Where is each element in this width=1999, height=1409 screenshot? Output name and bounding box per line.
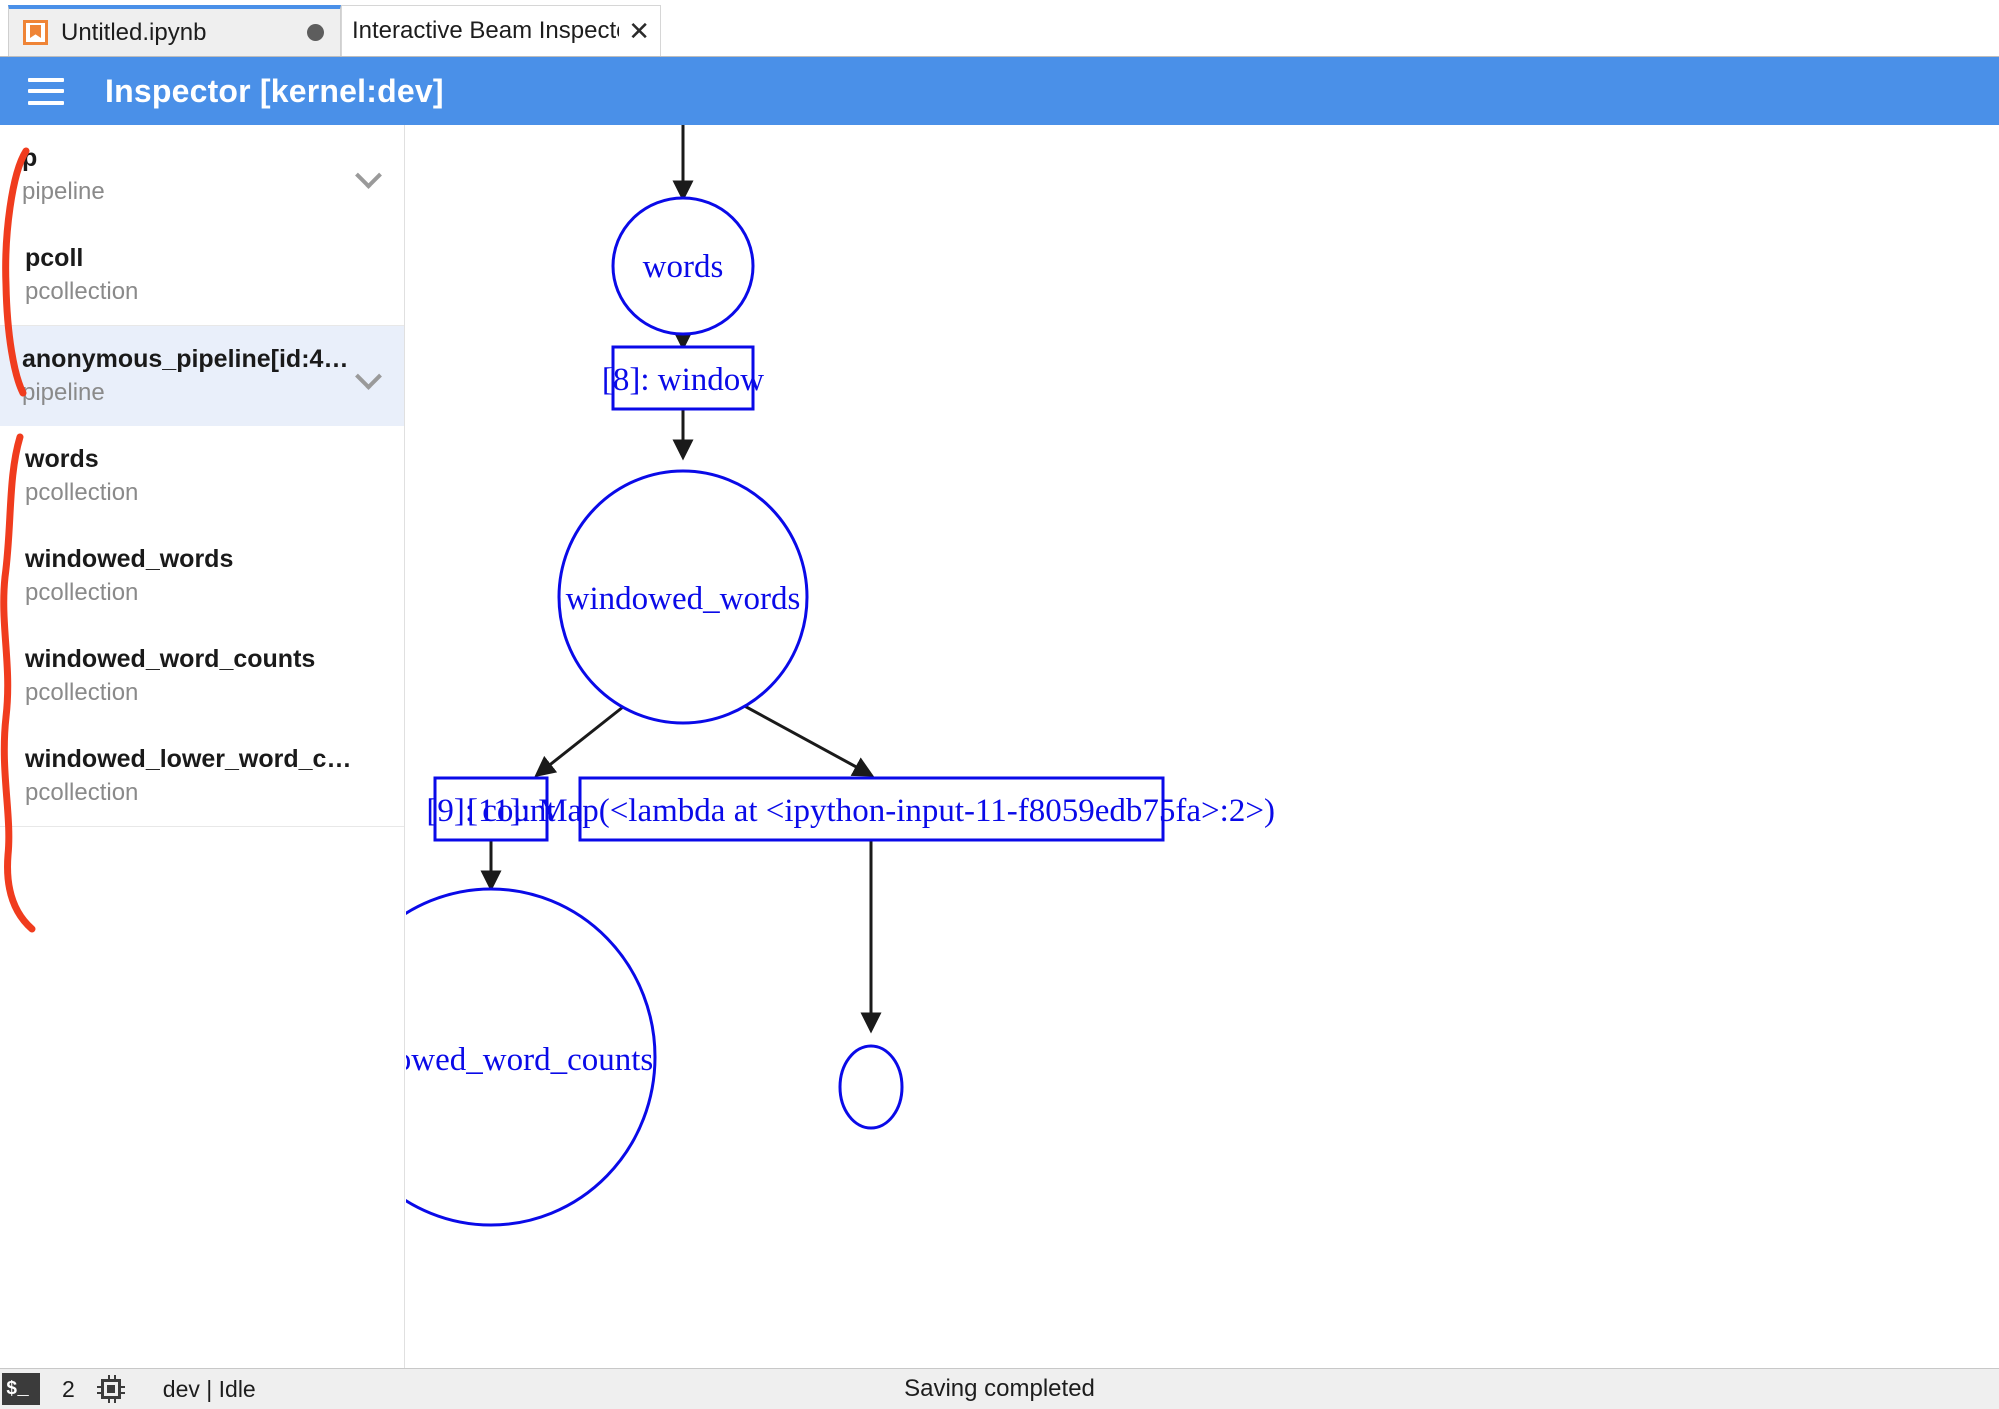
- sidebar-item-pipeline-p[interactable]: p pipeline: [0, 125, 404, 225]
- graph-node-label: windowed_word_counts: [406, 1042, 653, 1078]
- graph-node-label: [11]: Map(<lambda at <ipython-input-11-f…: [467, 793, 1275, 829]
- sidebar-item-label: windowed_words: [25, 545, 234, 574]
- sidebar-item-label: words: [25, 445, 99, 474]
- graph-node-map[interactable]: [11]: Map(<lambda at <ipython-input-11-f…: [467, 776, 1275, 842]
- sidebar-item-type: pcollection: [25, 278, 139, 306]
- terminal-icon[interactable]: $_: [2, 1373, 40, 1405]
- hamburger-menu-icon[interactable]: [28, 77, 64, 105]
- pipeline-graph: words [8]: window windowed_words [9]: co…: [406, 125, 1275, 1227]
- save-status: Saving completed: [904, 1375, 1095, 1402]
- graph-node-windowed-words[interactable]: windowed_words: [557, 469, 809, 725]
- sidebar-item-pipeline-anonymous[interactable]: anonymous_pipeline[id:44516… pipeline: [0, 326, 404, 426]
- sidebar-item-type: pcollection: [25, 779, 139, 807]
- edge-windowed-words-to-map: [738, 701, 875, 777]
- status-bar: $_ 2 dev | Idle Saving completed: [0, 1368, 1999, 1409]
- graph-node-label: [9]: count: [426, 793, 555, 829]
- graph-node-count[interactable]: [9]: count: [426, 776, 556, 842]
- chevron-down-icon[interactable]: [356, 161, 382, 187]
- tab-label: Interactive Beam Inspector: [352, 17, 620, 44]
- tab-label: Untitled.ipynb: [61, 18, 207, 46]
- edge-windowed-words-to-count: [534, 701, 629, 778]
- sidebar-item-type: pipeline: [22, 178, 105, 206]
- sidebar-item-words[interactable]: words pcollection: [0, 426, 404, 526]
- pipeline-group-p: p pipeline pcoll pcollection: [0, 125, 404, 326]
- graph-node-label: words: [643, 249, 724, 285]
- sidebar-item-windowed-lower-word-counts[interactable]: windowed_lower_word_counts pcollection: [0, 726, 404, 826]
- graph-node-words[interactable]: words: [611, 196, 755, 336]
- close-icon[interactable]: ✕: [628, 16, 650, 46]
- inspectables-sidebar[interactable]: p pipeline pcoll pcollection anonymous_p…: [0, 125, 405, 1368]
- app-header: Inspector [kernel:dev]: [0, 57, 1999, 125]
- notebook-icon: [23, 20, 48, 45]
- sidebar-item-type: pipeline: [22, 379, 105, 407]
- pipeline-group-anonymous: anonymous_pipeline[id:44516… pipeline wo…: [0, 326, 404, 827]
- page-title: Inspector [kernel:dev]: [105, 72, 444, 109]
- sidebar-item-windowed-words[interactable]: windowed_words pcollection: [0, 526, 404, 626]
- sidebar-item-type: pcollection: [25, 579, 139, 607]
- sidebar-item-type: pcollection: [25, 679, 139, 707]
- graph-node-unnamed[interactable]: [838, 1044, 904, 1130]
- sidebar-item-label: windowed_word_counts: [25, 645, 316, 674]
- unsaved-changes-dot[interactable]: [307, 24, 324, 41]
- sidebar-item-label: pcoll: [25, 244, 84, 273]
- graph-node-label: [8]: window: [602, 362, 764, 398]
- tab-bar: Untitled.ipynb Interactive Beam Inspecto…: [0, 0, 1999, 57]
- graph-node-windowed-word-counts[interactable]: windowed_word_counts: [406, 887, 657, 1227]
- kernel-status[interactable]: dev | Idle: [162, 1375, 256, 1402]
- cpu-chip-icon[interactable]: [96, 1375, 125, 1403]
- graph-node-label: windowed_words: [566, 581, 801, 617]
- sidebar-item-pcoll[interactable]: pcoll pcollection: [0, 225, 404, 325]
- graph-node-window[interactable]: [8]: window: [602, 345, 764, 411]
- body-area: p pipeline pcoll pcollection anonymous_p…: [0, 125, 1999, 1368]
- pipeline-graph-canvas[interactable]: words [8]: window windowed_words [9]: co…: [406, 125, 1999, 1368]
- sidebar-item-label: windowed_lower_word_counts: [25, 745, 360, 774]
- sidebar-item-windowed-word-counts[interactable]: windowed_word_counts pcollection: [0, 626, 404, 726]
- sidebar-item-label: anonymous_pipeline[id:44516…: [22, 345, 360, 374]
- tab-untitled-ipynb[interactable]: Untitled.ipynb: [8, 5, 341, 56]
- sidebar-item-type: pcollection: [25, 479, 139, 507]
- kernel-count: 2: [62, 1375, 75, 1402]
- sidebar-item-label: p: [22, 144, 38, 173]
- tab-interactive-beam-inspector[interactable]: Interactive Beam Inspector ✕: [341, 5, 661, 56]
- chevron-down-icon[interactable]: [356, 362, 382, 388]
